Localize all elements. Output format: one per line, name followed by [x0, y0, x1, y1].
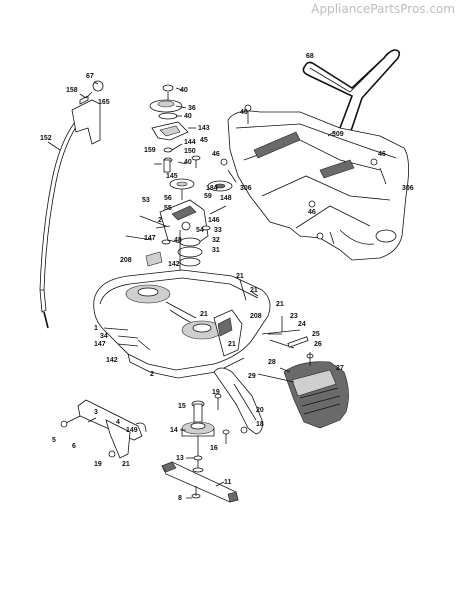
label-46c: 46 [308, 209, 316, 216]
label-158: 158 [66, 87, 78, 94]
label-149: 149 [126, 427, 138, 434]
label-15: 15 [178, 403, 186, 410]
label-2b: 2 [150, 371, 154, 378]
label-19b: 19 [94, 461, 102, 468]
label-208b: 208 [250, 313, 262, 320]
drive-belt-68 [302, 49, 401, 135]
label-48: 48 [174, 237, 182, 244]
label-31: 31 [212, 247, 220, 254]
mower-blade-11 [161, 461, 239, 503]
label-28: 28 [268, 359, 276, 366]
label-152: 152 [40, 135, 52, 142]
label-13: 13 [176, 455, 184, 462]
label-21d: 21 [228, 341, 236, 348]
label-68: 68 [306, 53, 314, 60]
mower-deck [93, 269, 271, 379]
label-144: 144 [184, 139, 196, 146]
label-29: 29 [248, 373, 256, 380]
label-40c: 40 [184, 159, 192, 166]
label-147a: 147 [144, 235, 156, 242]
label-150: 150 [184, 148, 196, 155]
label-146: 146 [208, 217, 220, 224]
label-16: 16 [210, 445, 218, 452]
label-46a: 46 [212, 151, 220, 158]
label-2a: 2 [158, 217, 162, 224]
label-40a: 40 [180, 87, 188, 94]
label-159: 159 [144, 147, 156, 154]
label-142b: 142 [106, 357, 118, 364]
label-18: 18 [256, 421, 264, 428]
label-20: 20 [256, 407, 264, 414]
pulley-stack-upper [149, 84, 201, 173]
label-45: 45 [200, 137, 208, 144]
label-27: 27 [336, 365, 344, 372]
label-33: 33 [214, 227, 222, 234]
chute-hardware [257, 316, 314, 383]
label-21b: 21 [250, 287, 258, 294]
label-306a: 306 [240, 185, 252, 192]
label-67: 67 [86, 73, 94, 80]
label-5: 5 [52, 437, 56, 444]
label-40b: 40 [184, 113, 192, 120]
lift-arm-left [60, 399, 147, 459]
label-142a: 142 [168, 261, 180, 268]
cable-bracket-165 [71, 80, 104, 145]
label-11: 11 [224, 479, 232, 486]
label-32: 32 [212, 237, 220, 244]
label-36: 36 [188, 105, 196, 112]
label-21c: 21 [200, 311, 208, 318]
blade-spindle-14 [181, 393, 230, 473]
label-6: 6 [72, 443, 76, 450]
label-21e: 21 [276, 301, 284, 308]
deck-hanger-bracket [213, 367, 263, 435]
label-1: 1 [94, 325, 98, 332]
label-56: 56 [164, 195, 172, 202]
label-55: 55 [164, 205, 172, 212]
label-19a: 19 [212, 389, 220, 396]
label-46b: 46 [378, 151, 386, 158]
label-165: 165 [98, 99, 110, 106]
label-143: 143 [198, 125, 210, 132]
label-309: 309 [332, 131, 344, 138]
label-59: 59 [204, 193, 212, 200]
label-53: 53 [142, 197, 150, 204]
label-40d: 40 [240, 109, 248, 116]
label-14: 14 [170, 427, 178, 434]
label-21a: 21 [236, 273, 244, 280]
label-24: 24 [298, 321, 306, 328]
discharge-chute-27 [283, 361, 349, 429]
label-21f: 21 [122, 461, 130, 468]
deck-cover-309 [220, 104, 409, 261]
label-147b: 147 [94, 341, 106, 348]
label-306b: 306 [402, 185, 414, 192]
label-34: 34 [100, 333, 108, 340]
part-number-labels: 68 67 158 165 152 40 36 40 143 144 45 15… [40, 53, 414, 502]
idler-arm-assembly [125, 178, 233, 276]
leader-lines [47, 81, 335, 499]
label-145: 145 [166, 173, 178, 180]
label-208a: 208 [120, 257, 132, 264]
label-148: 148 [220, 195, 232, 202]
label-184: 184 [206, 185, 218, 192]
label-4: 4 [116, 419, 120, 426]
label-54: 54 [196, 227, 204, 234]
label-3: 3 [94, 409, 98, 416]
label-8: 8 [178, 495, 182, 502]
watermark: AppliancePartsPros.com [311, 2, 455, 16]
label-23: 23 [290, 313, 298, 320]
label-25: 25 [312, 331, 320, 338]
label-26: 26 [314, 341, 322, 348]
control-cable-152 [39, 117, 83, 329]
